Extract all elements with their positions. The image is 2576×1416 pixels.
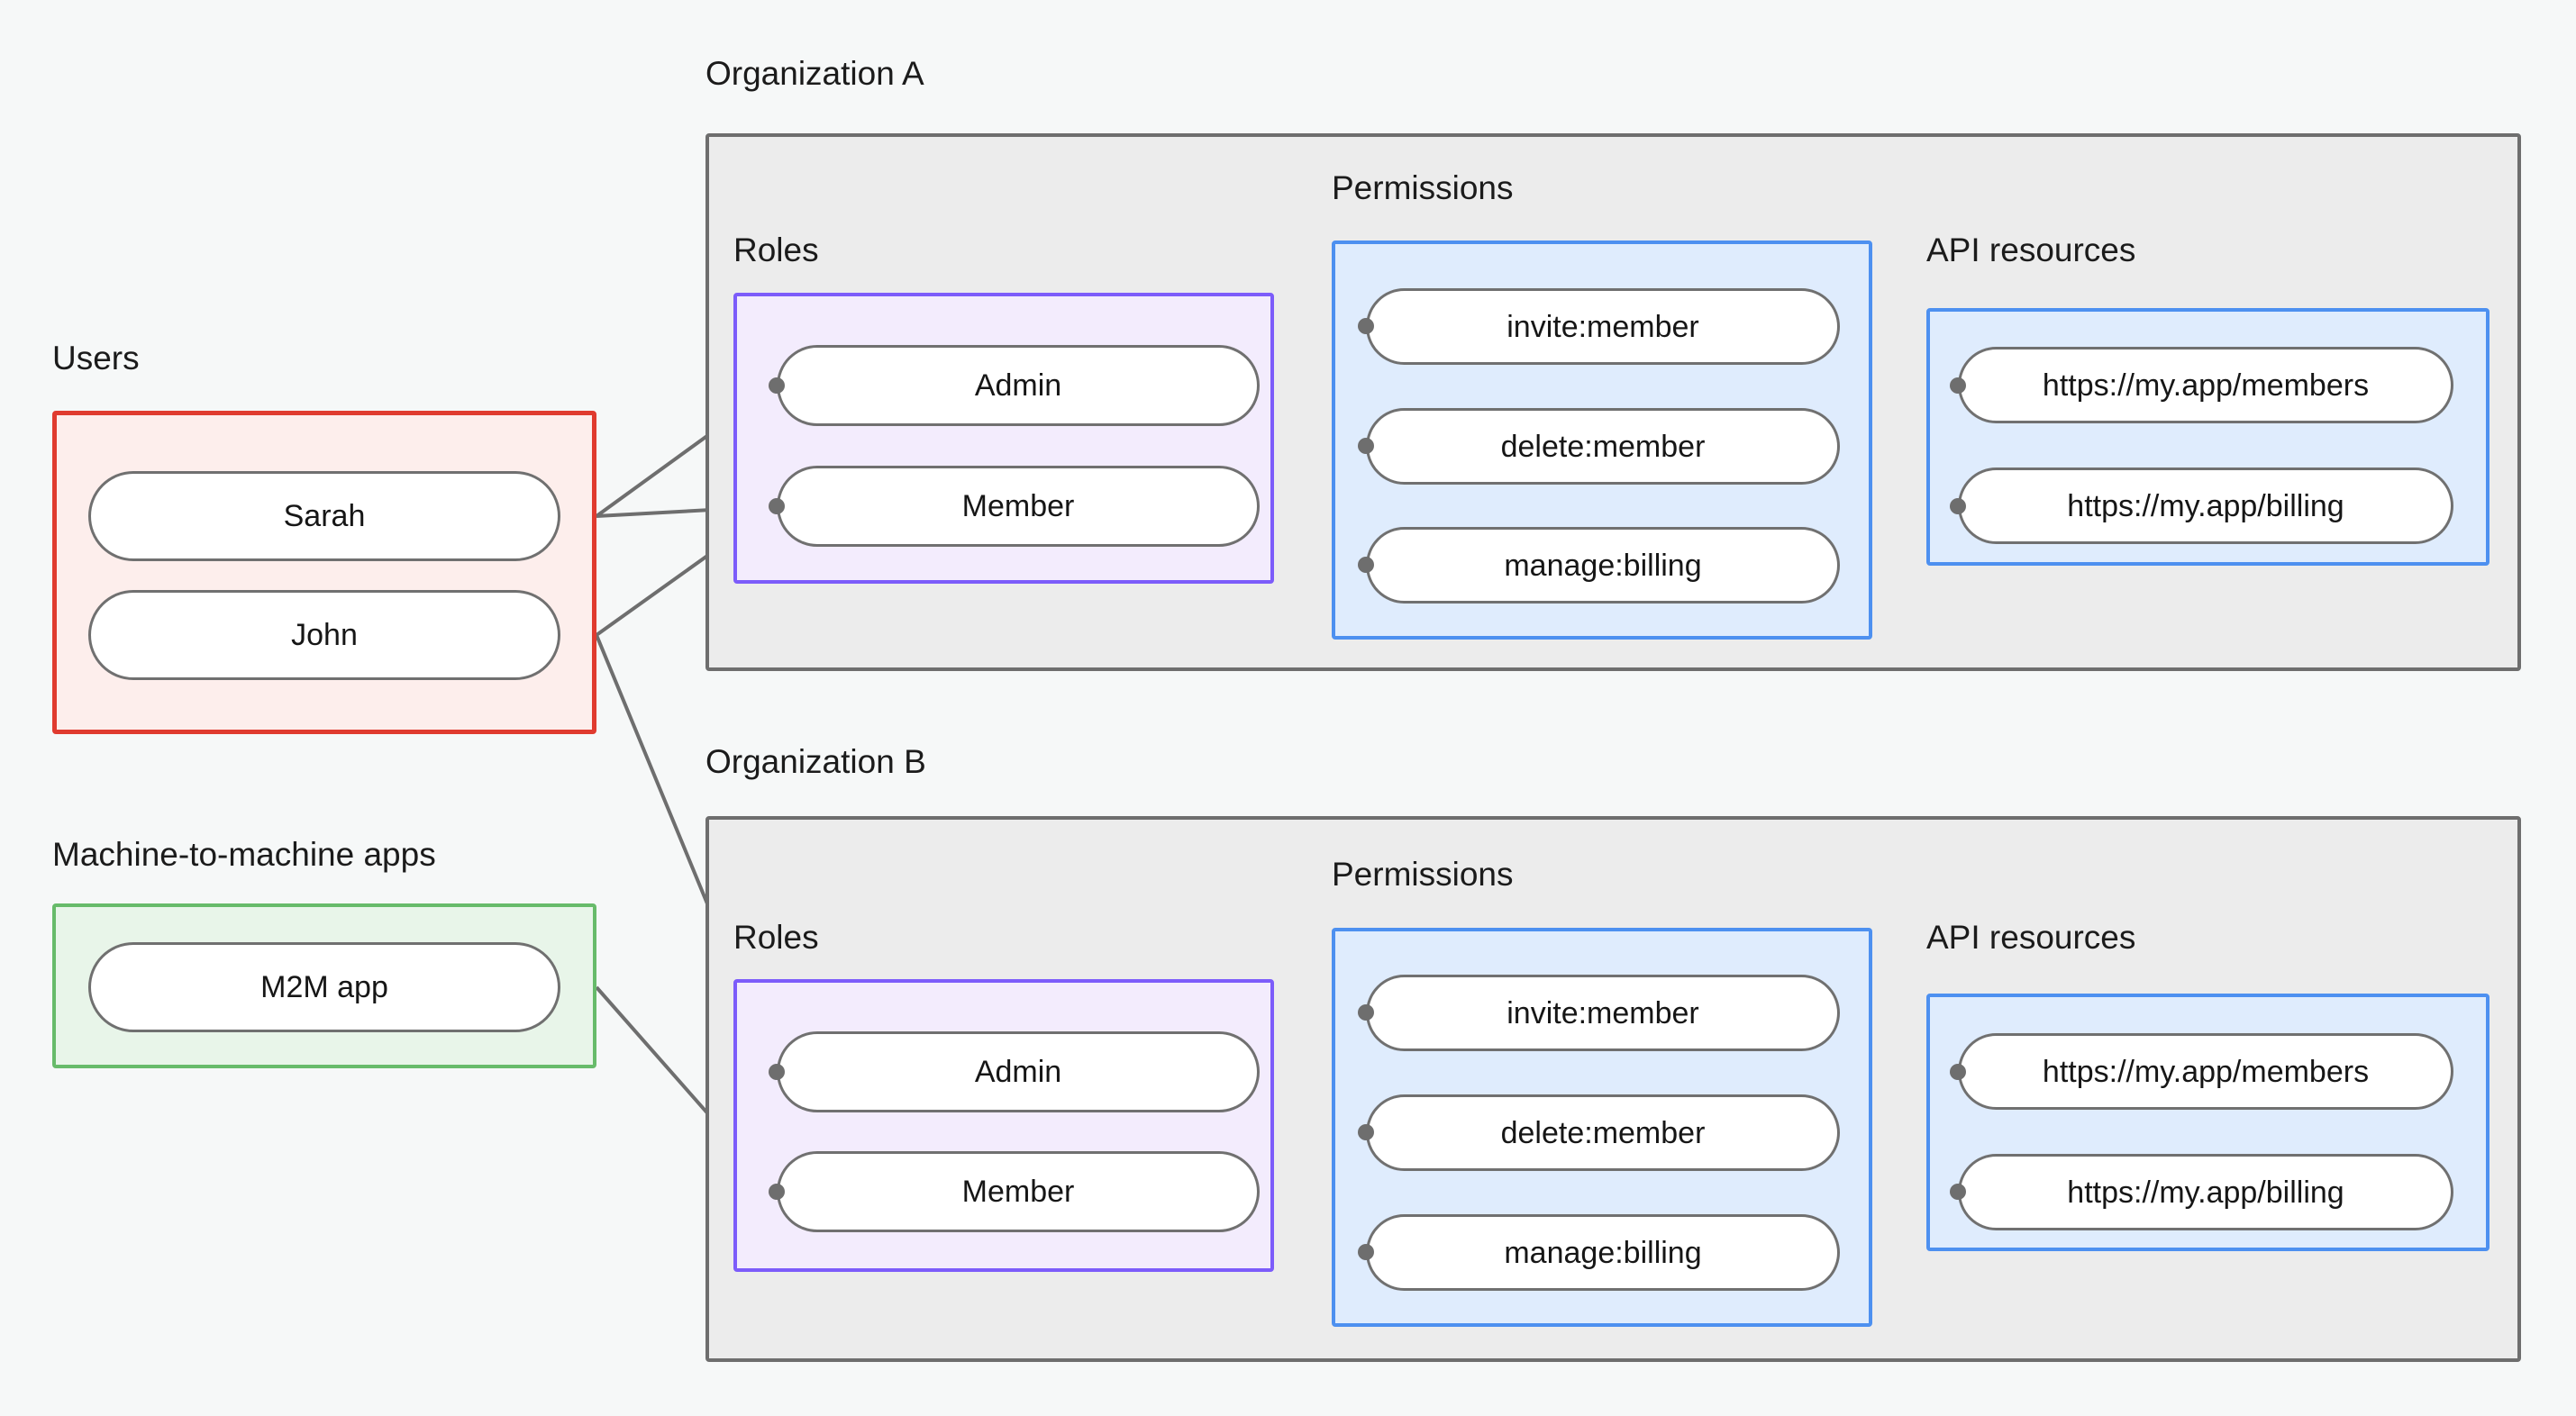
org-a-role-member-anchor — [769, 498, 785, 514]
org-b-api-members-anchor — [1950, 1064, 1966, 1080]
org-a-api-pill-billing[interactable]: https://my.app/billing — [1958, 467, 2453, 544]
org-a-permission-billing-anchor — [1358, 557, 1374, 573]
org-b-role-pill-admin[interactable]: Admin — [777, 1031, 1260, 1112]
org-b-permission-billing-anchor — [1358, 1244, 1374, 1260]
m2m-group-label: Machine-to-machine apps — [52, 836, 436, 873]
org-b-permission-invite-anchor — [1358, 1004, 1374, 1021]
org-a-role-pill-admin[interactable]: Admin — [777, 345, 1260, 426]
users-group — [52, 411, 596, 734]
org-a-api-members-anchor — [1950, 377, 1966, 394]
org-a-permissions-label: Permissions — [1332, 169, 1514, 206]
org-b-api-pill-billing[interactable]: https://my.app/billing — [1958, 1154, 2453, 1230]
org-a-label: Organization A — [705, 55, 924, 92]
user-pill-sarah[interactable]: Sarah — [88, 471, 560, 561]
org-a-permission-pill-invite[interactable]: invite:member — [1366, 288, 1840, 365]
org-b-api-resources-label: API resources — [1926, 919, 2136, 956]
org-a-api-billing-anchor — [1950, 498, 1966, 514]
org-a-api-pill-members[interactable]: https://my.app/members — [1958, 347, 2453, 423]
org-b-permission-pill-delete[interactable]: delete:member — [1366, 1094, 1840, 1171]
org-a-permission-delete-anchor — [1358, 438, 1374, 454]
user-pill-john[interactable]: John — [88, 590, 560, 680]
org-b-role-admin-anchor — [769, 1064, 785, 1080]
org-a-permission-pill-billing[interactable]: manage:billing — [1366, 527, 1840, 604]
org-b-permission-delete-anchor — [1358, 1124, 1374, 1140]
org-b-api-pill-members[interactable]: https://my.app/members — [1958, 1033, 2453, 1110]
org-a-role-pill-member[interactable]: Member — [777, 466, 1260, 547]
org-b-api-billing-anchor — [1950, 1184, 1966, 1200]
org-b-permission-pill-billing[interactable]: manage:billing — [1366, 1214, 1840, 1291]
org-a-api-resources-label: API resources — [1926, 231, 2136, 268]
org-b-permission-pill-invite[interactable]: invite:member — [1366, 975, 1840, 1051]
org-b-permissions-label: Permissions — [1332, 856, 1514, 893]
org-a-permission-pill-delete[interactable]: delete:member — [1366, 408, 1840, 485]
org-b-label: Organization B — [705, 743, 926, 780]
org-b-role-member-anchor — [769, 1184, 785, 1200]
org-a-permission-invite-anchor — [1358, 318, 1374, 334]
users-group-label: Users — [52, 340, 140, 377]
org-b-roles-label: Roles — [733, 919, 819, 956]
org-a-roles-label: Roles — [733, 231, 819, 268]
org-a-role-admin-anchor — [769, 377, 785, 394]
org-b-role-pill-member[interactable]: Member — [777, 1151, 1260, 1232]
m2m-pill-app[interactable]: M2M app — [88, 942, 560, 1032]
